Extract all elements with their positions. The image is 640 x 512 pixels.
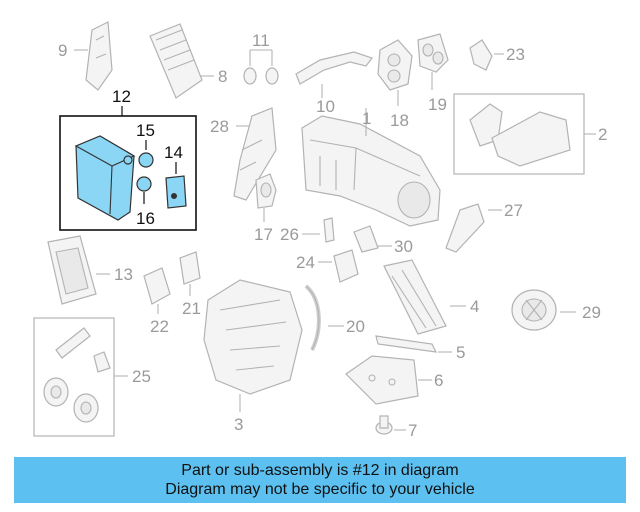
callout-14: 14	[164, 143, 183, 162]
part-11-clips: 11	[243, 31, 279, 85]
part-17-motor: 17	[254, 173, 277, 244]
part-13-frame: 13	[47, 235, 133, 305]
callout-18: 18	[390, 111, 409, 130]
callout-20: 20	[346, 317, 365, 336]
callout-13: 13	[114, 265, 133, 284]
part-27-bracket: 27	[445, 201, 523, 253]
callout-30: 30	[394, 237, 413, 256]
callout-11: 11	[252, 31, 270, 50]
callout-21: 21	[182, 299, 201, 318]
callout-23: 23	[506, 45, 525, 64]
callout-25: 25	[132, 367, 151, 386]
callout-10: 10	[316, 97, 335, 116]
part-2-duct-group: 2	[453, 93, 607, 175]
callout-5: 5	[456, 343, 465, 362]
part-25-group: 25	[33, 317, 151, 437]
callout-19: 19	[428, 95, 447, 114]
callout-16: 16	[136, 209, 155, 228]
part-22-sensor: 22	[143, 267, 171, 336]
part-4-filter: 4	[383, 259, 479, 335]
callout-1: 1	[362, 109, 371, 128]
callout-26: 26	[280, 225, 299, 244]
part-26-screw: 26	[280, 217, 335, 244]
part-12-evaporator: 12 15 16 14	[59, 87, 197, 231]
part-21-sensor: 21	[179, 251, 201, 318]
part-23-bracket: 23	[469, 39, 525, 71]
callout-27: 27	[504, 201, 523, 220]
callout-2: 2	[598, 125, 607, 144]
part-8-panel: 8	[149, 23, 227, 99]
callout-3: 3	[234, 415, 243, 434]
callout-15: 15	[136, 121, 155, 140]
part-10-pipe: 10	[295, 51, 373, 116]
part-30-clip: 30	[353, 225, 413, 256]
part-9-bracket: 9	[58, 21, 113, 91]
part-6-tray: 6	[345, 355, 443, 405]
part-24-actuator: 24	[296, 249, 359, 283]
callout-8: 8	[218, 67, 227, 86]
callout-24: 24	[296, 253, 315, 272]
banner-line-1: Part or sub-assembly is #12 in diagram	[181, 462, 459, 479]
callout-7: 7	[408, 421, 417, 440]
part-28-bracket: 28	[210, 107, 277, 201]
part-7-mount: 7	[375, 415, 417, 440]
callout-4: 4	[470, 297, 479, 316]
banner-line-2: Diagram may not be specific to your vehi…	[165, 481, 475, 498]
callout-28: 28	[210, 117, 229, 136]
callout-22: 22	[150, 317, 169, 336]
callout-6: 6	[434, 371, 443, 390]
callout-12: 12	[112, 87, 131, 106]
part-18-gasket: 18	[377, 39, 413, 130]
callout-17: 17	[254, 225, 273, 244]
part-29-blower-motor: 29	[511, 289, 601, 331]
part-19-seal: 19	[417, 33, 449, 114]
info-banner: Part or sub-assembly is #12 in diagram D…	[14, 457, 626, 503]
part-1-heater-case: 1	[301, 108, 441, 227]
part-3-lower-case: 3	[203, 279, 303, 434]
part-20-hose: 20	[304, 284, 365, 351]
callout-29: 29	[582, 303, 601, 322]
part-5-seal-strip: 5	[375, 335, 465, 362]
callout-9: 9	[58, 41, 67, 60]
